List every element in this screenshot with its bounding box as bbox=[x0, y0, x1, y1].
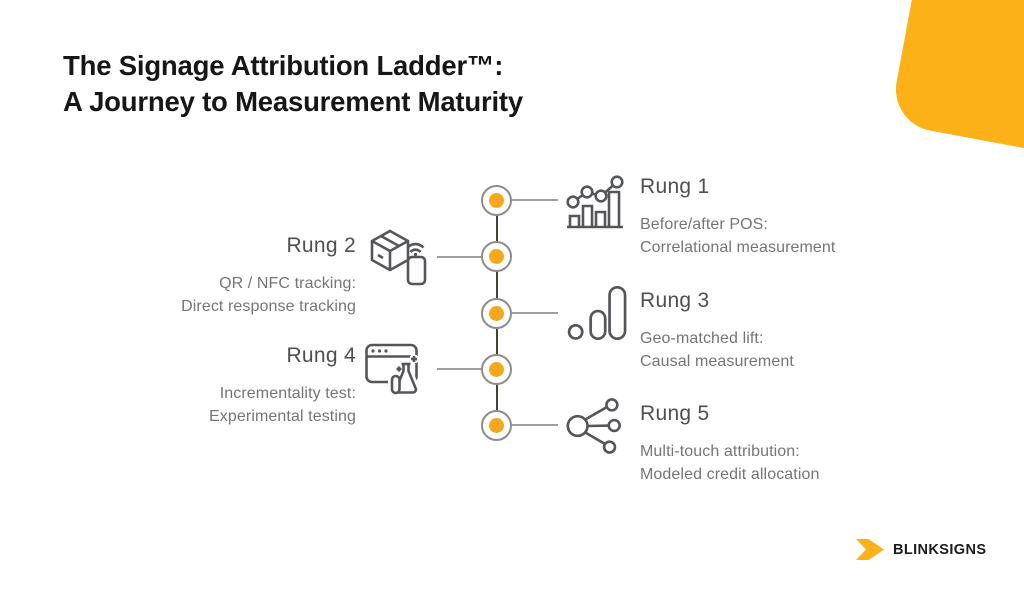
browser-experiment-flask-icon bbox=[364, 338, 428, 402]
timeline-node-2 bbox=[481, 241, 512, 272]
rung-5-desc-line-1: Multi-touch attribution: bbox=[640, 443, 800, 460]
node-dot-2 bbox=[489, 249, 504, 264]
rung-1-block: Rung 1 Before/after POS: Correlational m… bbox=[640, 174, 835, 259]
rung-1-desc-line-2: Correlational measurement bbox=[640, 238, 836, 256]
connector-rung-2 bbox=[437, 256, 482, 258]
node-dot-1 bbox=[489, 193, 504, 208]
rung-1-label: Rung 1 bbox=[640, 175, 710, 198]
rung-2-description: QR / NFC tracking: Direct response track… bbox=[181, 273, 356, 318]
pos-bar-line-chart-icon bbox=[563, 168, 627, 232]
rung-2-desc-line-2: Direct response tracking bbox=[181, 297, 356, 315]
timeline-node-1 bbox=[481, 185, 512, 216]
rung-4-desc-line-2: Experimental testing bbox=[209, 407, 356, 425]
rung-4-desc-line-1: Incrementality test: bbox=[219, 385, 356, 402]
rung-5-block: Rung 5 Multi-touch attribution: Modeled … bbox=[640, 401, 820, 486]
rung-3-desc-line-2: Causal measurement bbox=[640, 352, 794, 370]
page-title: The Signage Attribution Ladder™: A Journ… bbox=[63, 48, 523, 120]
rung-2-desc-line-1: QR / NFC tracking: bbox=[219, 275, 356, 292]
share-network-icon bbox=[565, 396, 625, 456]
corner-accent-shape bbox=[889, 0, 1024, 176]
brand-name: BLINKSIGNS bbox=[893, 541, 987, 558]
node-dot-4 bbox=[489, 362, 504, 377]
brand-logo: BLINKSIGNS bbox=[855, 538, 986, 561]
rung-1-desc-line-1: Before/after POS: bbox=[640, 216, 768, 233]
node-dot-3 bbox=[489, 306, 504, 321]
node-dot-5 bbox=[489, 418, 504, 433]
connector-rung-1 bbox=[512, 199, 558, 201]
rung-2-block: Rung 2 QR / NFC tracking: Direct respons… bbox=[181, 233, 356, 318]
analytics-bars-icon bbox=[565, 282, 627, 344]
rung-5-description: Multi-touch attribution: Modeled credit … bbox=[640, 441, 820, 486]
title-line-2: A Journey to Measurement Maturity bbox=[63, 86, 523, 117]
rung-3-block: Rung 3 Geo-matched lift: Causal measurem… bbox=[640, 288, 794, 373]
rung-4-label: Rung 4 bbox=[286, 344, 356, 367]
rung-5-label: Rung 5 bbox=[640, 402, 710, 425]
blinksigns-arrow-icon bbox=[855, 538, 885, 561]
rung-2-label: Rung 2 bbox=[286, 234, 356, 257]
title-line-1: The Signage Attribution Ladder™: bbox=[63, 50, 504, 81]
package-nfc-phone-icon bbox=[368, 224, 432, 288]
connector-rung-5 bbox=[512, 424, 558, 426]
rung-4-description: Incrementality test: Experimental testin… bbox=[209, 383, 356, 428]
rung-3-label: Rung 3 bbox=[640, 289, 710, 312]
rung-1-description: Before/after POS: Correlational measurem… bbox=[640, 214, 835, 259]
rung-5-desc-line-2: Modeled credit allocation bbox=[640, 465, 820, 483]
rung-4-block: Rung 4 Incrementality test: Experimental… bbox=[209, 343, 356, 428]
rung-3-description: Geo-matched lift: Causal measurement bbox=[640, 328, 794, 373]
connector-rung-3 bbox=[512, 312, 558, 314]
timeline-node-4 bbox=[481, 354, 512, 385]
timeline-node-3 bbox=[481, 298, 512, 329]
timeline-node-5 bbox=[481, 410, 512, 441]
connector-rung-4 bbox=[437, 368, 482, 370]
rung-3-desc-line-1: Geo-matched lift: bbox=[640, 330, 764, 347]
